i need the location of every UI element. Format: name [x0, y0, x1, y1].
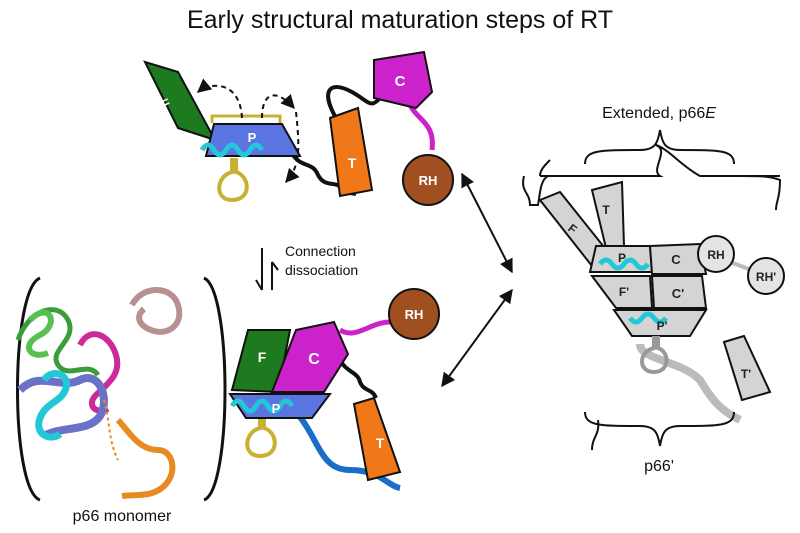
top-p66-cartoon: F P T C RH	[143, 50, 454, 206]
bottom-thumb-label: T	[376, 435, 385, 451]
bottom-rnaseh-domain	[388, 288, 440, 340]
ext-palm-label: P	[618, 251, 626, 265]
bottom-thumb-domain	[352, 396, 402, 482]
top-thumb-label: T	[348, 155, 357, 171]
arrow-top-to-extended	[461, 172, 513, 274]
bottom-blue-linker	[293, 410, 401, 491]
diagram-title: Early structural maturation steps of RT	[186, 6, 614, 34]
top-linker-thumb-connection	[326, 85, 384, 119]
top-thumb-domain	[328, 106, 374, 198]
top-connection-label: C	[395, 73, 406, 90]
top-palm-loop	[217, 158, 249, 203]
ribbon-structure-image	[15, 276, 227, 502]
arrow-bottom-to-extended	[441, 288, 513, 388]
top-dashed-arrow-1	[196, 78, 243, 119]
top-palm-helix	[199, 142, 265, 158]
p66-monomer-label: p66 monomer	[72, 508, 172, 525]
connection-dissociation-line2: dissociation	[285, 262, 359, 278]
ext-thumb-prime-label: T'	[741, 367, 751, 381]
ext-fingers-prime-label: F'	[619, 285, 629, 299]
top-dashed-arrow-2	[261, 93, 295, 119]
ext-rnaseh-label: RH	[707, 248, 724, 262]
ext-thumb-label: T	[602, 203, 610, 217]
bottom-rnaseh-label: RH	[405, 307, 424, 322]
ext-palm-prime-label: P'	[657, 319, 668, 333]
extended-prefix: Extended, p66	[602, 105, 706, 122]
bottom-palm-loop	[245, 415, 277, 459]
extended-p66-grey-cartoon: F T P C RH RH' F' C' P' T'	[522, 144, 785, 451]
ext-rnaseh-prime-label: RH'	[756, 270, 776, 284]
bottom-palm-label: P	[272, 401, 281, 416]
top-rnaseh-domain	[402, 154, 454, 206]
bottom-fingers-domain	[230, 329, 292, 394]
bottom-palm-helix	[229, 398, 295, 414]
top-dashed-arrow-3	[285, 111, 300, 184]
top-palm-label: P	[248, 130, 257, 145]
p66-prime-bottom-brace	[584, 411, 735, 447]
extended-italic-e: E	[705, 105, 716, 122]
bottom-connection-label: C	[308, 351, 320, 368]
bottom-magenta-linker	[338, 319, 391, 336]
bottom-fingers-label: F	[258, 349, 267, 365]
p66-prime-label: p66'	[644, 458, 674, 475]
top-connection-domain	[373, 50, 434, 110]
extended-p66e-label: Extended, p66E	[602, 105, 716, 123]
extended-top-brace	[584, 129, 735, 165]
connection-dissociation-line1: Connection	[285, 243, 356, 259]
top-rnaseh-label: RH	[419, 173, 438, 188]
ext-connection-label: C	[671, 252, 681, 267]
ext-connection-prime-label: C'	[672, 286, 684, 301]
equilibrium-arrows	[255, 248, 279, 291]
top-fingers-domain	[143, 60, 218, 142]
bottom-p66-cartoon: F C P T RH	[228, 288, 440, 491]
bottom-connection-domain	[270, 320, 350, 393]
bottom-black-linker	[338, 358, 378, 399]
top-palm-yellow-strand	[210, 114, 282, 123]
